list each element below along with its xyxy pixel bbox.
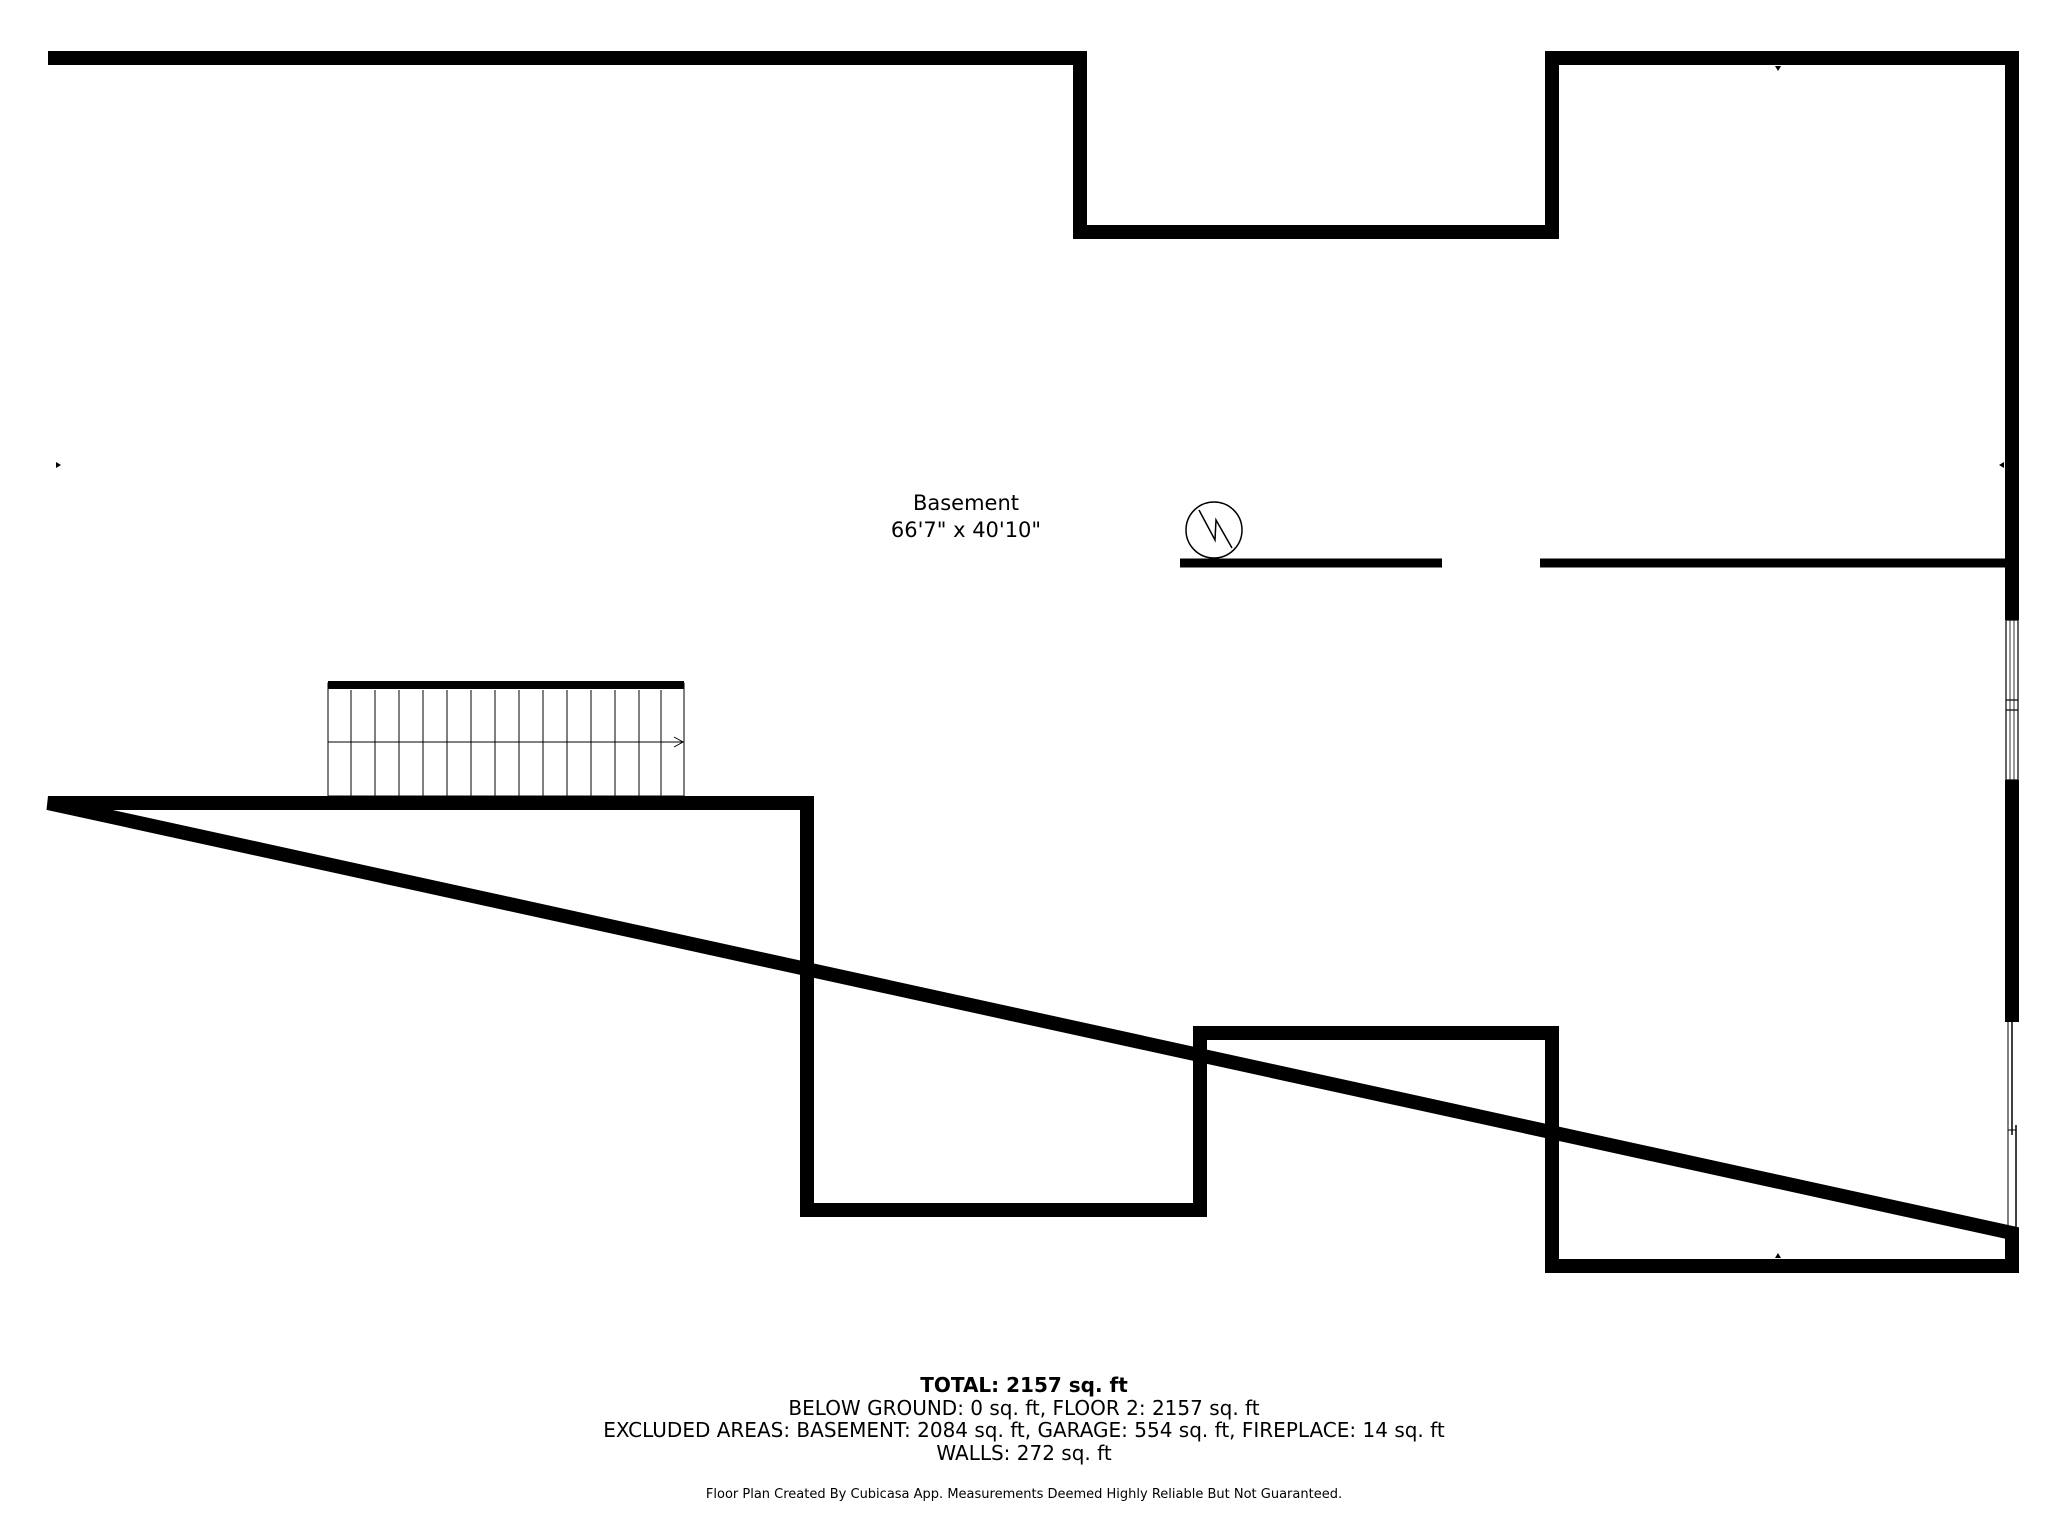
- door-icon: [2007, 1022, 2017, 1233]
- window-icon: [2005, 619, 2019, 781]
- dimension-marker-icon: [1775, 66, 1781, 71]
- room-dimensions: 66'7" x 40'10": [890, 518, 1042, 542]
- area-summary: TOTAL: 2157 sq. ft BELOW GROUND: 0 sq. f…: [0, 1374, 2048, 1464]
- dimension-marker-icon: [1999, 462, 2004, 468]
- walls-area: WALLS: 272 sq. ft: [936, 1440, 1112, 1465]
- disclaimer: Floor Plan Created By Cubicasa App. Meas…: [705, 1487, 1343, 1502]
- dimension-marker-icon: [56, 462, 61, 468]
- excluded-areas: EXCLUDED AREAS: BASEMENT: 2084 sq. ft, G…: [603, 1418, 1445, 1442]
- stairs-icon: [327, 681, 685, 797]
- exterior-wall: [46, 51, 2019, 1273]
- fireplace-icon: [1185, 501, 1243, 559]
- below-ground-area: BELOW GROUND: 0 sq. ft, FLOOR 2: 2157 sq…: [788, 1395, 1260, 1420]
- room-name: Basement: [912, 491, 1020, 515]
- total-area: TOTAL: 2157 sq. ft: [920, 1373, 1128, 1397]
- room-label: Basement 66'7" x 40'10": [766, 490, 1166, 544]
- dimension-marker-icon: [1775, 1253, 1781, 1258]
